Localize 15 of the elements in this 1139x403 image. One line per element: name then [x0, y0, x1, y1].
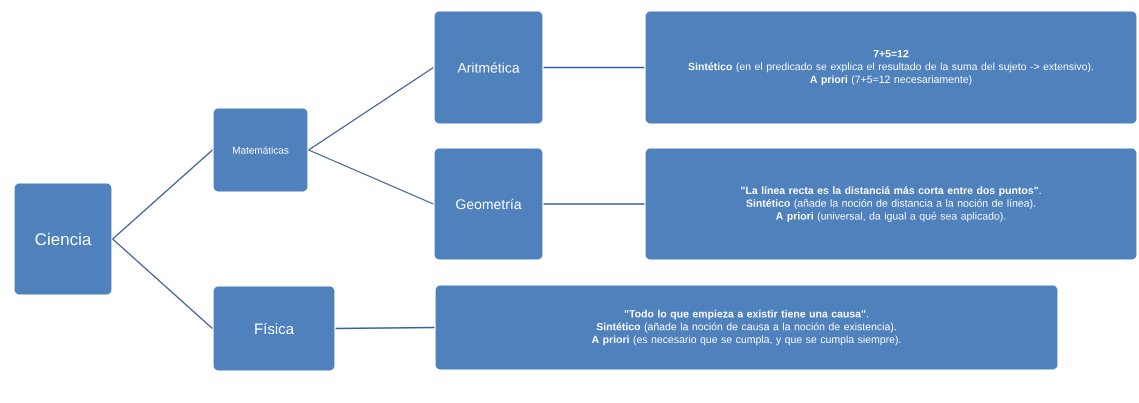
description-box: "La línea recta es la distanciá más corta entre dos puntos". Sintético (añade la noción de distancia a la noción de línea). A priori (universal, da igual a qué sea aplicado).	[644, 147, 1138, 261]
category-box: Matemáticas	[212, 107, 309, 193]
category-box: Geometría	[433, 147, 544, 261]
description-box: "Todo lo que empieza a existir tiene una causa". Sintético (añade la noción de causa a la noción de existencia). A priori (es necesario que se cumpla, y que se cumpla siempre).	[434, 284, 1059, 371]
connector-line	[542, 203, 646, 205]
connector-line	[334, 326, 436, 330]
connector-line	[111, 238, 214, 330]
connector-line	[111, 149, 214, 240]
description-box: 7+5=12 Sintético (en el predicado se explica el resultado de la suma del sujeto -> extensivo). A priori (7+5=12 necesariamente)	[644, 10, 1138, 125]
connector-line	[307, 149, 435, 205]
category-box: Física	[212, 285, 336, 372]
connector-line	[307, 66, 435, 151]
connector-line	[542, 66, 646, 69]
category-box: Aritmética	[433, 10, 544, 125]
category-box: Ciencia	[13, 182, 113, 296]
